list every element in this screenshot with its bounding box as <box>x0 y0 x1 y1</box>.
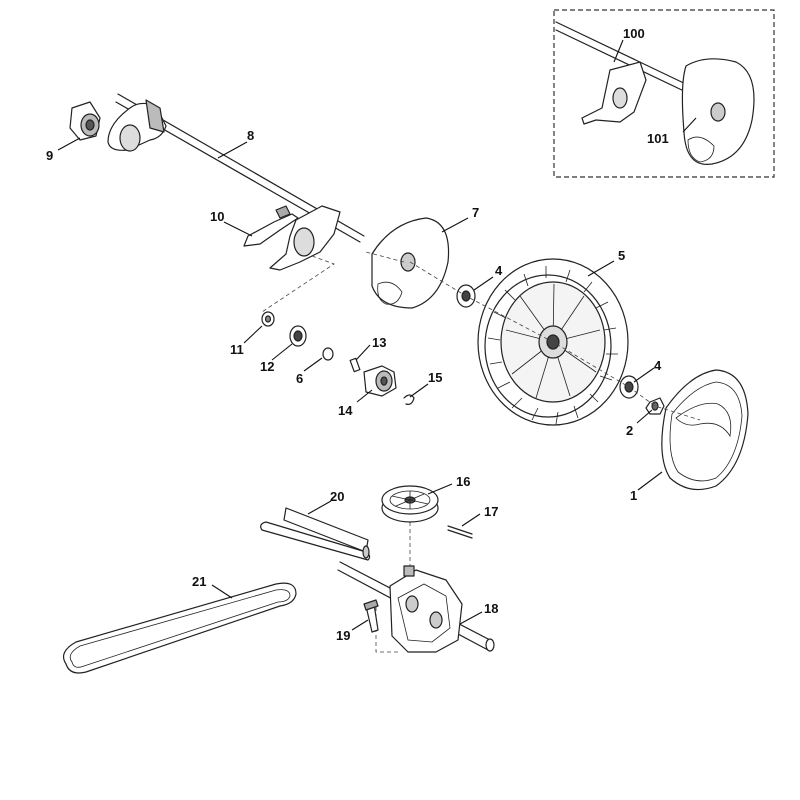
callout-4-top: 4 <box>495 263 503 278</box>
assembly-lines <box>261 251 701 653</box>
height-lever <box>243 213 299 247</box>
leader-lines <box>57 39 697 631</box>
callout-1: 1 <box>630 488 637 503</box>
key-13 <box>349 357 361 373</box>
callout-10: 10 <box>210 209 224 224</box>
pinion-gear-left <box>69 101 101 141</box>
callout-labels: 100 101 8 9 10 7 4 5 11 12 6 13 14 15 4 … <box>46 26 669 643</box>
callout-5: 5 <box>618 248 625 263</box>
callout-14: 14 <box>338 403 353 418</box>
gearbox <box>337 561 495 653</box>
tube <box>260 507 371 561</box>
wheel-hubcap <box>661 369 749 491</box>
pulley <box>381 485 439 523</box>
callout-9: 9 <box>46 148 53 163</box>
callout-21: 21 <box>192 574 206 589</box>
right-axle-bracket <box>243 205 341 271</box>
rear-axle <box>107 93 365 243</box>
hubcap-disc <box>371 217 450 309</box>
callout-8: 8 <box>247 128 254 143</box>
detail-inset <box>553 9 775 178</box>
callout-2: 2 <box>626 423 633 438</box>
callout-16: 16 <box>456 474 470 489</box>
drive-belt <box>63 582 297 674</box>
callout-7: 7 <box>472 205 479 220</box>
pin <box>447 525 473 539</box>
ring-6 <box>322 347 334 361</box>
callout-19: 19 <box>336 628 350 643</box>
callout-11: 11 <box>230 342 244 357</box>
callout-6: 6 <box>296 371 303 386</box>
callout-13: 13 <box>372 335 386 350</box>
callout-100: 100 <box>623 26 645 41</box>
clip-15 <box>403 394 415 405</box>
callout-15: 15 <box>428 370 442 385</box>
callout-18: 18 <box>484 601 498 616</box>
pinion-14 <box>363 365 397 397</box>
callout-4-right: 4 <box>654 358 662 373</box>
callout-101: 101 <box>647 131 669 146</box>
shift-lever <box>363 599 379 633</box>
wheel-nut <box>645 397 665 415</box>
washer-11 <box>261 311 275 327</box>
callout-12: 12 <box>260 359 274 374</box>
bearing-12 <box>289 325 307 347</box>
callout-17: 17 <box>484 504 498 519</box>
callout-20: 20 <box>330 489 344 504</box>
